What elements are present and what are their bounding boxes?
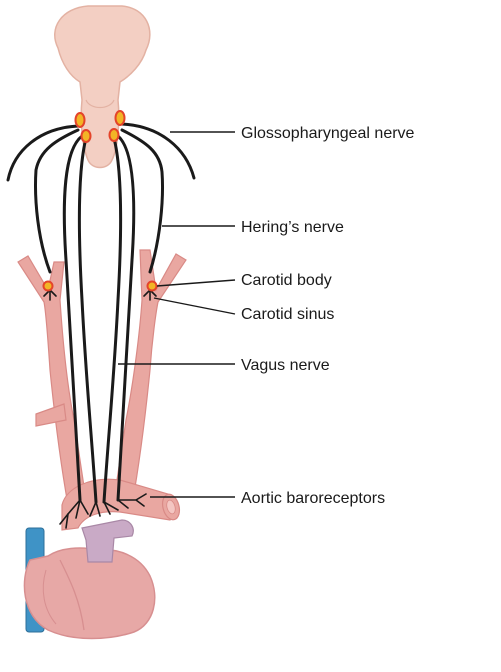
label-vagus-nerve: Vagus nerve [241, 357, 330, 374]
label-herings-nerve: Hering’s nerve [241, 219, 344, 236]
aortic-arch [61, 478, 181, 531]
leader-carotid-sinus [153, 297, 236, 315]
receptor-dot [114, 110, 126, 126]
receptor-dot [80, 129, 92, 143]
receptors [42, 110, 158, 292]
heart [23, 519, 156, 640]
label-glossopharyngeal-nerve: Glossopharyngeal nerve [241, 125, 415, 142]
receptor-dot [108, 128, 120, 142]
carotid-body-right [146, 280, 158, 292]
label-carotid-body: Carotid body [241, 272, 332, 289]
leader-lines [118, 131, 236, 498]
pulmonary-trunk [81, 519, 134, 563]
leader-carotid-body [156, 279, 236, 287]
brainstem [54, 5, 151, 169]
carotid-body-left [42, 280, 54, 292]
label-aortic-baroreceptors: Aortic baroreceptors [241, 490, 385, 507]
nerves [6, 122, 196, 529]
receptor-dot [74, 112, 86, 128]
labels: Glossopharyngeal nerve Hering’s nerve Ca… [241, 125, 415, 507]
label-carotid-sinus: Carotid sinus [241, 306, 334, 323]
carotid-arteries [17, 249, 187, 506]
